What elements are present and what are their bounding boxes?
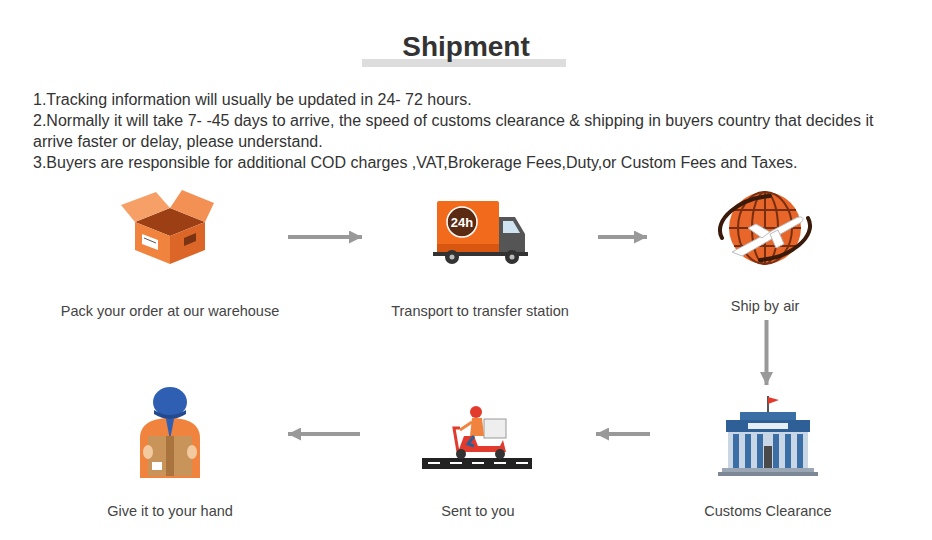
icon-badge-text: 24h [451,215,473,230]
customs-building-icon-part [773,434,779,468]
delivery-truck-icon-part [505,250,519,264]
step-caption: Give it to your hand [107,502,233,521]
scooter-courier-icon [422,406,532,469]
scooter-courier-icon-part [460,422,472,430]
scooter-courier-icon-part [450,462,462,464]
delivery-truck-icon [433,201,528,264]
customs-building-icon-part [722,468,814,472]
scooter-courier-icon-part [468,436,474,446]
courier-person-icon-part [152,462,162,470]
delivery-truck-icon-part [510,255,515,260]
globe-plane-icon-part [748,224,770,238]
parcel-box-icon-part [142,234,158,250]
globe-plane-icon-part [734,209,796,211]
process-step: Ship by air [647,188,883,320]
delivery-truck-icon-part [445,250,459,264]
parcel-box-icon-part [121,192,170,222]
courier-person-icon [140,387,200,478]
scooter-courier-icon-part [470,418,484,436]
scooter-courier-icon-part [484,419,506,438]
courier-person-icon-part [187,445,197,459]
customs-building-icon-part [728,432,808,468]
customs-building-icon-part [768,397,779,404]
shipping-note: 3.Buyers are responsible for additional … [33,152,895,173]
globe-plane-icon [720,192,810,264]
parcel-box-icon-part [170,190,214,222]
customs-building-icon-part [764,446,772,468]
process-step: Customs Clearance [650,385,886,525]
process-step: Pack your order at our warehouse [52,188,288,325]
customs-building-icon [718,396,818,476]
delivery-truck-icon-part [447,207,477,237]
scooter-courier-icon-part [456,449,466,459]
scooter-courier-icon-part [422,458,532,469]
process-step: Give it to your hand [52,385,288,525]
parcel-box-icon [121,190,214,264]
globe-plane-icon-part [732,217,803,256]
step-caption: Sent to you [441,502,514,521]
scooter-courier-icon-part [428,462,440,464]
process-step: Transport to transfer station [362,188,598,325]
scooter-courier-icon-part [470,406,482,418]
scooter-courier-icon-part [454,428,460,452]
flow-arrow [288,235,362,239]
parcel-box-icon-part [170,222,205,264]
parcel-box-icon-part [135,222,170,264]
shipping-note: 2.Normally it will take 7- -45 days to a… [33,110,895,152]
notes-block: 1.Tracking information will usually be u… [33,89,895,173]
scooter-courier-icon-part [516,462,528,464]
courier-person-icon-part [140,418,200,478]
courier-person-icon-part [166,436,174,476]
customs-building-icon-part [745,434,751,468]
delivery-truck-icon-part [437,201,499,252]
step-caption: Transport to transfer station [391,302,569,321]
shipping-note: 1.Tracking information will usually be u… [33,89,895,110]
step-caption: Ship by air [731,297,800,316]
globe-plane-icon-part [770,230,784,248]
process-step: Sent to you [360,385,596,525]
customs-building-icon-part [748,423,788,429]
customs-building-icon-part [726,420,810,432]
delivery-truck-icon-part [437,244,499,252]
flow-arrow [288,432,360,436]
parcel-box-icon-part [144,238,156,243]
courier-person-icon-part [148,436,192,476]
customs-building-icon-part [733,434,739,468]
customs-building-icon-part [740,412,796,420]
scooter-courier-icon-part [472,462,484,464]
customs-building-icon-part [757,434,763,468]
scooter-courier-icon-part [494,462,506,464]
page-title: Shipment [0,30,932,64]
delivery-truck-icon-part [450,255,455,260]
delivery-truck-icon-part [503,221,520,233]
flow-arrow [598,235,647,239]
customs-building-icon-part [718,472,818,476]
scooter-courier-icon-part [495,449,505,459]
customs-building-icon-part [797,434,803,468]
flow-arrow [765,320,769,385]
step-caption: Customs Clearance [704,502,831,521]
courier-person-icon-part [143,445,153,459]
delivery-truck-icon-part [499,217,525,252]
parcel-box-icon-part [184,233,196,246]
customs-building-icon-part [785,434,791,468]
step-caption: Pack your order at our warehouse [61,302,279,321]
flow-arrow [596,432,650,436]
delivery-truck-icon-part [447,207,477,237]
globe-plane-icon-part [720,196,770,238]
courier-person-icon-part [154,410,186,419]
